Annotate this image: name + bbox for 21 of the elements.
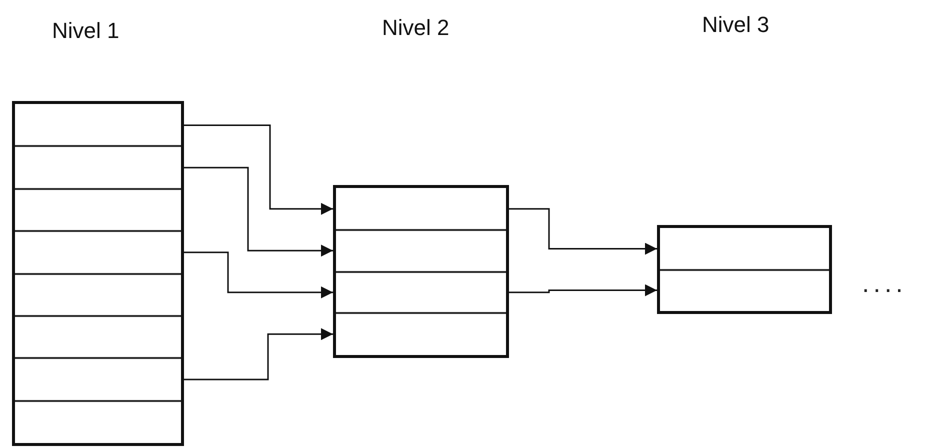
table-cell	[15, 274, 181, 316]
table-cell	[15, 146, 181, 189]
table-cell	[15, 188, 181, 232]
arrow	[184, 252, 333, 298]
arrow	[184, 328, 333, 380]
arrow	[509, 284, 657, 296]
table-box	[12, 101, 184, 446]
table-box	[333, 185, 509, 358]
level-heading: Nivel 2	[382, 15, 450, 41]
arrow	[184, 166, 333, 257]
arrow	[509, 208, 657, 255]
table-cell	[336, 272, 506, 314]
table-box	[657, 225, 832, 314]
ellipsis: ....	[862, 268, 907, 299]
level-heading: Nivel 3	[702, 12, 770, 38]
table-cell	[15, 231, 181, 274]
level-heading: Nivel 1	[52, 18, 120, 44]
table-cell	[336, 230, 506, 272]
table-cell	[15, 316, 181, 358]
arrow	[184, 124, 333, 215]
table-cell	[15, 358, 181, 401]
